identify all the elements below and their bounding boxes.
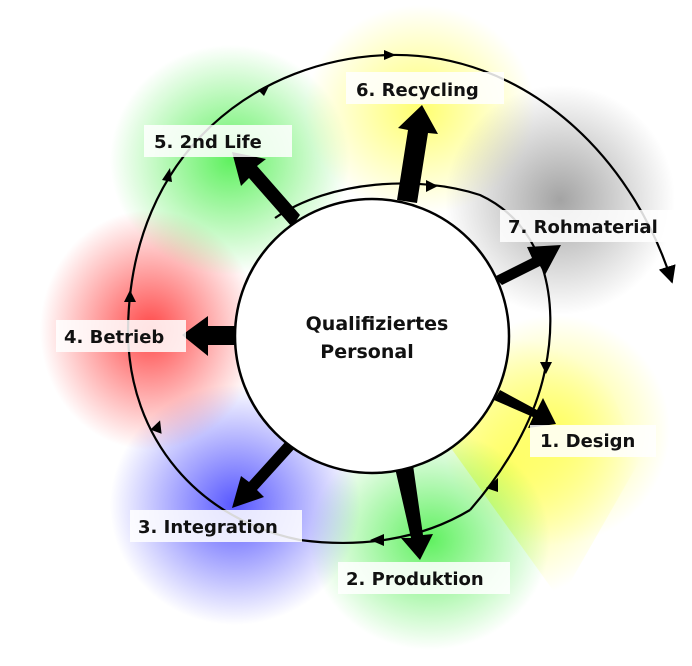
stage-label-rohmaterial: 7. Rohmaterial [500,210,688,242]
stage-label-recycling: 6. Recycling [346,72,504,104]
arrowhead-right-lower [486,478,498,492]
cycle-arrowheads [124,50,552,546]
arrowhead-top-inner [426,180,438,192]
arrow-recycling [397,105,438,203]
stage-label-produktion: 2. Produktion [338,562,510,594]
arrowhead-left-mid [124,290,136,302]
center-label-line1: Qualifiziertes [306,313,449,335]
arrow-rohmaterial [494,245,561,285]
arrow-integration [232,440,295,508]
label-rohmaterial: 7. Rohmaterial [508,217,658,238]
label-integration: 3. Integration [138,517,278,538]
label-recycling: 6. Recycling [356,80,479,101]
center-label-line2: Personal [320,341,413,363]
label-2nd-life: 5. 2nd Life [154,132,262,153]
radial-arrows [182,105,561,560]
arrow-2nd-life [232,152,300,227]
stage-label-design: 1. Design [530,425,656,457]
stage-label-integration: 3. Integration [130,510,302,542]
arrowhead-top [384,50,396,60]
arrowhead-upper-left [258,84,270,96]
stage-label-2nd-life: 5. 2nd Life [144,125,292,157]
center-circle [233,197,511,475]
arrow-design [494,390,556,428]
arrowhead-left-lower [150,420,162,434]
wedge-rohmaterial-glow [445,85,675,315]
arrow-produktion [395,465,433,560]
label-design: 1. Design [540,431,635,452]
stage-label-betrieb: 4. Betrieb [56,320,186,352]
arrowhead-right-mid [540,362,552,374]
arrowhead-bottom [370,534,384,546]
label-betrieb: 4. Betrieb [64,327,164,348]
arrow-betrieb [182,316,240,356]
arrowhead-left-upper [162,168,172,182]
label-produktion: 2. Produktion [346,569,484,590]
